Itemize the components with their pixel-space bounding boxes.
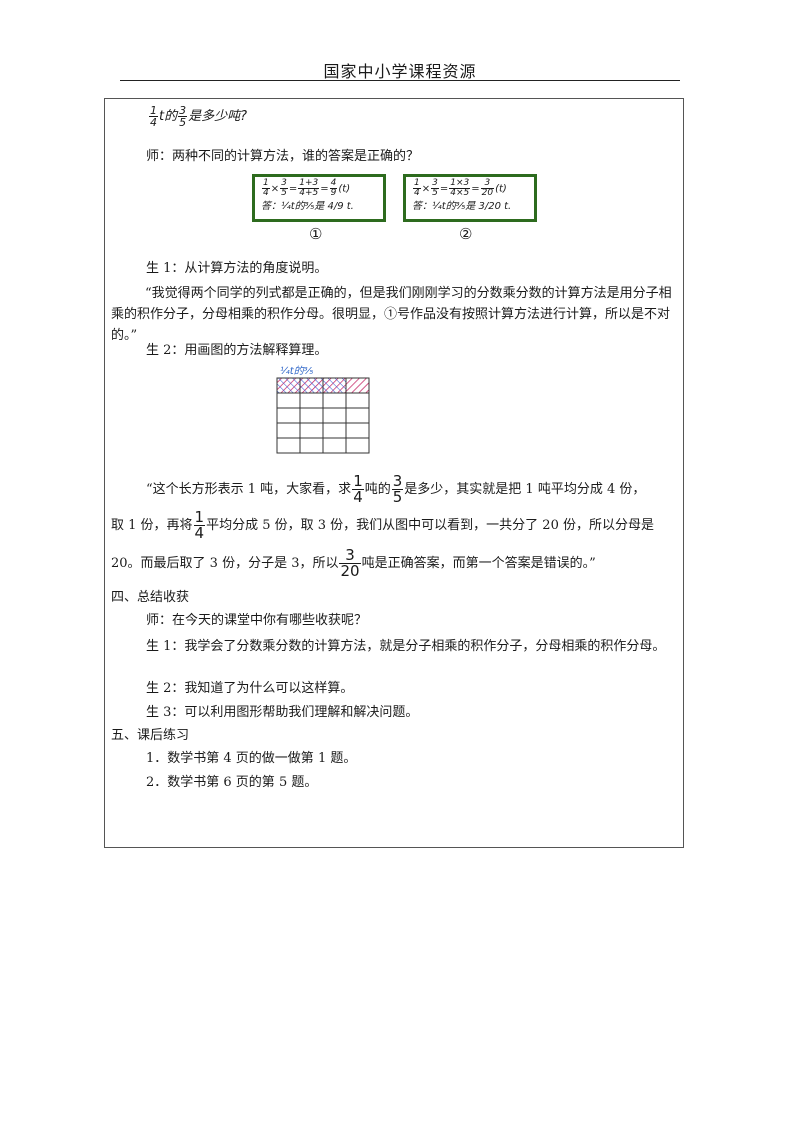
grid-cell: [299, 392, 324, 409]
grid-cell: [276, 392, 301, 409]
fraction-grid-diagram: ¼t的⅗: [276, 365, 370, 454]
grid-cell: [345, 377, 370, 394]
content-frame: [104, 98, 684, 848]
teacher-question: 师：两种不同的计算方法，谁的答案是正确的？: [146, 149, 420, 164]
grid-cell: [276, 407, 301, 424]
work2-answer: 答：¼t的⅗是 3/20 t.: [412, 200, 512, 212]
homework-item-1: 1．数学书第 4 页的做一做第 1 题。: [146, 751, 357, 766]
work2-label: ②: [459, 225, 473, 243]
grid-cell: [276, 437, 301, 454]
grid-cell: [322, 407, 347, 424]
grid-cell: [345, 407, 370, 424]
grid-cell: [299, 407, 324, 424]
header-rule: [120, 80, 680, 81]
grid-cell: [299, 422, 324, 439]
student1-quote: “我觉得两个同学的列式都是正确的，但是我们刚刚学习的分数乘分数的计算方法是用分子…: [111, 286, 672, 343]
homework-item-2: 2．数学书第 6 页的第 5 题。: [146, 775, 318, 790]
page-header-title: 国家中小学课程资源: [323, 62, 477, 81]
diagram-cells: [276, 377, 370, 454]
section4-teacher: 师：在今天的课堂中你有哪些收获呢？: [146, 613, 368, 628]
section4-student1: 生 1：我学会了分数乘分数的计算方法，就是分子相乘的积作分子，分母相乘的积作分母…: [146, 639, 666, 654]
grid-cell: [322, 437, 347, 454]
diagram-label: ¼t的⅗: [280, 365, 314, 377]
student2-intro: 生 2：用画图的方法解释算理。: [146, 343, 328, 358]
grid-cell-selected: [322, 377, 347, 394]
grid-cell-selected: [276, 377, 301, 394]
grid-cell: [345, 392, 370, 409]
grid-cell: [345, 422, 370, 439]
section4-heading: 四、总结收获: [111, 590, 190, 605]
grid-cell: [322, 392, 347, 409]
student1-intro: 生 1：从计算方法的角度说明。: [146, 261, 328, 276]
work1-label: ①: [309, 225, 323, 243]
grid-cell: [322, 422, 347, 439]
grid-cell: [299, 437, 324, 454]
grid-cell: [345, 437, 370, 454]
section4-student2: 生 2：我知道了为什么可以这样算。: [146, 681, 354, 696]
section4-student3: 生 3：可以利用图形帮助我们理解和解决问题。: [146, 705, 419, 720]
section5-heading: 五、课后练习: [111, 728, 190, 743]
grid-cell-selected: [299, 377, 324, 394]
work1-answer: 答：¼t的⅗是 4/9 t.: [261, 200, 354, 212]
grid-cell: [276, 422, 301, 439]
